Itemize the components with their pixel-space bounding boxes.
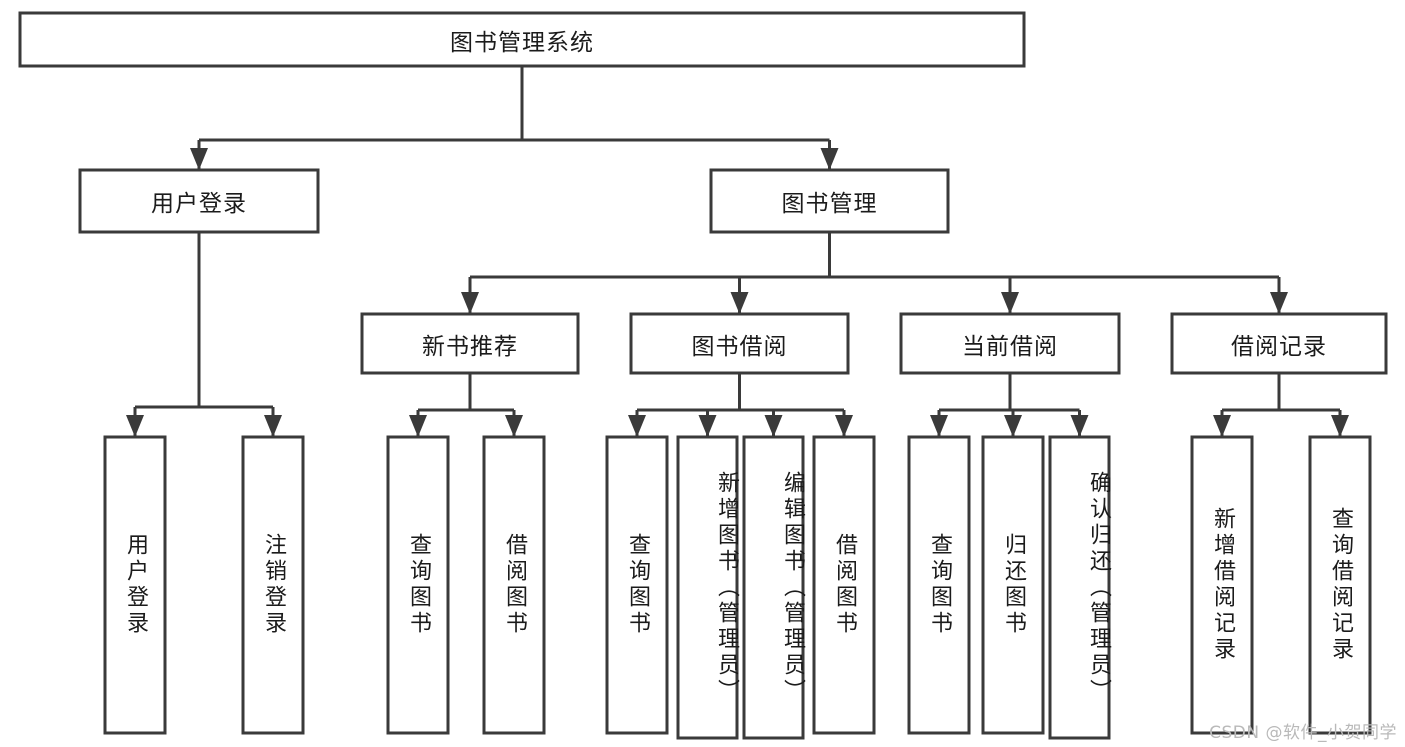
leaf-add-record-box[interactable] bbox=[1190, 435, 1254, 735]
node-rect-layer bbox=[18, 11, 1388, 740]
leaf-confirm-return-box[interactable] bbox=[1048, 435, 1111, 740]
connector-layer bbox=[126, 66, 1349, 437]
watermark-text: CSDN @软件_小贺同学 bbox=[1209, 723, 1397, 743]
arrowhead-leaf-4 bbox=[628, 415, 646, 437]
book-borrow-label: 图书借阅 bbox=[691, 333, 788, 360]
borrow-record-box[interactable] bbox=[1170, 312, 1388, 375]
leaf-borrow-book-2-label: 借阅图书 bbox=[832, 533, 857, 637]
leaf-user-login-box[interactable] bbox=[103, 435, 167, 735]
new-book-recommend-label: 新书推荐 bbox=[422, 333, 518, 360]
leaf-logout-box[interactable] bbox=[241, 435, 305, 735]
leaf-query-book-2-label: 查询图书 bbox=[625, 533, 650, 637]
book-management-label: 图书管理 bbox=[781, 191, 878, 217]
leaf-logout-label: 注销登录 bbox=[261, 533, 286, 637]
leaf-query-book-1-label: 查询图书 bbox=[406, 533, 431, 637]
leaf-borrow-book-1-box[interactable] bbox=[482, 435, 546, 735]
leaf-borrow-book-2-box[interactable] bbox=[812, 435, 876, 735]
arrowhead-leaf-7 bbox=[835, 415, 853, 437]
leaf-query-book-1-box[interactable] bbox=[386, 435, 450, 735]
root-node-box[interactable] bbox=[18, 11, 1026, 68]
arrowhead-leaf-9 bbox=[1004, 415, 1022, 437]
user-login-box[interactable] bbox=[78, 168, 320, 234]
arrowhead-leaf-5 bbox=[698, 415, 717, 437]
leaf-query-book-2-box[interactable] bbox=[605, 435, 669, 735]
current-borrow-box[interactable] bbox=[899, 312, 1121, 375]
leaf-edit-book-label: 编辑图书（管理员） bbox=[780, 470, 805, 705]
arrowhead-leaf-1 bbox=[264, 415, 282, 437]
new-book-recommend-box[interactable] bbox=[360, 312, 580, 375]
leaf-return-book-label: 归还图书 bbox=[1001, 533, 1026, 637]
user-login-label: 用户登录 bbox=[151, 191, 247, 217]
arrowhead-level2-0 bbox=[190, 148, 208, 170]
arrowhead-level3-2 bbox=[1001, 292, 1019, 314]
leaf-add-book-label: 新增图书（管理员） bbox=[714, 470, 739, 705]
leaf-query-record-label: 查询借阅记录 bbox=[1328, 507, 1353, 663]
arrowhead-leaf-11 bbox=[1213, 415, 1231, 437]
leaf-return-book-box[interactable] bbox=[981, 435, 1045, 735]
leaf-edit-book-box[interactable] bbox=[742, 435, 805, 740]
arrowhead-level3-3 bbox=[1270, 292, 1288, 314]
leaf-confirm-return-label: 确认归还（管理员） bbox=[1086, 470, 1111, 705]
leaf-query-book-3-label: 查询图书 bbox=[927, 533, 952, 637]
leaf-add-record-label: 新增借阅记录 bbox=[1210, 507, 1235, 663]
book-borrow-box[interactable] bbox=[629, 312, 850, 375]
arrowhead-leaf-2 bbox=[409, 415, 427, 437]
arrowhead-level3-1 bbox=[730, 292, 749, 314]
arrowhead-leaf-0 bbox=[126, 415, 144, 437]
arrowhead-level2-1 bbox=[820, 148, 839, 170]
arrowhead-leaf-3 bbox=[505, 415, 523, 437]
current-borrow-label: 当前借阅 bbox=[962, 333, 1058, 360]
arrowhead-leaf-8 bbox=[930, 415, 948, 437]
leaf-query-record-box[interactable] bbox=[1308, 435, 1372, 735]
root-node-label: 图书管理系统 bbox=[450, 29, 594, 56]
arrowhead-leaf-10 bbox=[1070, 415, 1089, 437]
leaf-borrow-book-1-label: 借阅图书 bbox=[502, 533, 527, 637]
arrowhead-leaf-6 bbox=[764, 415, 783, 437]
leaf-user-login-label: 用户登录 bbox=[123, 533, 148, 637]
leaf-add-book-box[interactable] bbox=[676, 435, 739, 740]
arrowhead-leaf-12 bbox=[1331, 415, 1349, 437]
arrowhead-level3-0 bbox=[461, 292, 479, 314]
leaf-query-book-3-box[interactable] bbox=[907, 435, 971, 735]
borrow-record-label: 借阅记录 bbox=[1231, 333, 1327, 360]
book-management-box[interactable] bbox=[709, 168, 950, 234]
